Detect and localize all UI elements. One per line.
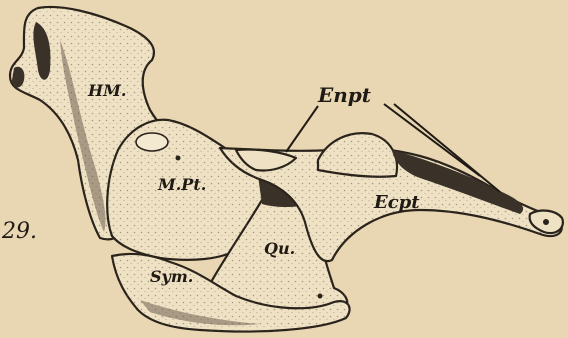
- label-qu: Qu.: [264, 239, 295, 258]
- label-hm: HM.: [87, 81, 126, 100]
- label-enpt: Enpt: [317, 83, 372, 107]
- label-ecpt: Ecpt: [373, 192, 420, 213]
- enpt-leader-left: [286, 106, 318, 152]
- label-sym: Sym.: [150, 267, 193, 286]
- figure-number: 29.: [1, 219, 37, 244]
- label-mpt: M.Pt.: [157, 175, 206, 194]
